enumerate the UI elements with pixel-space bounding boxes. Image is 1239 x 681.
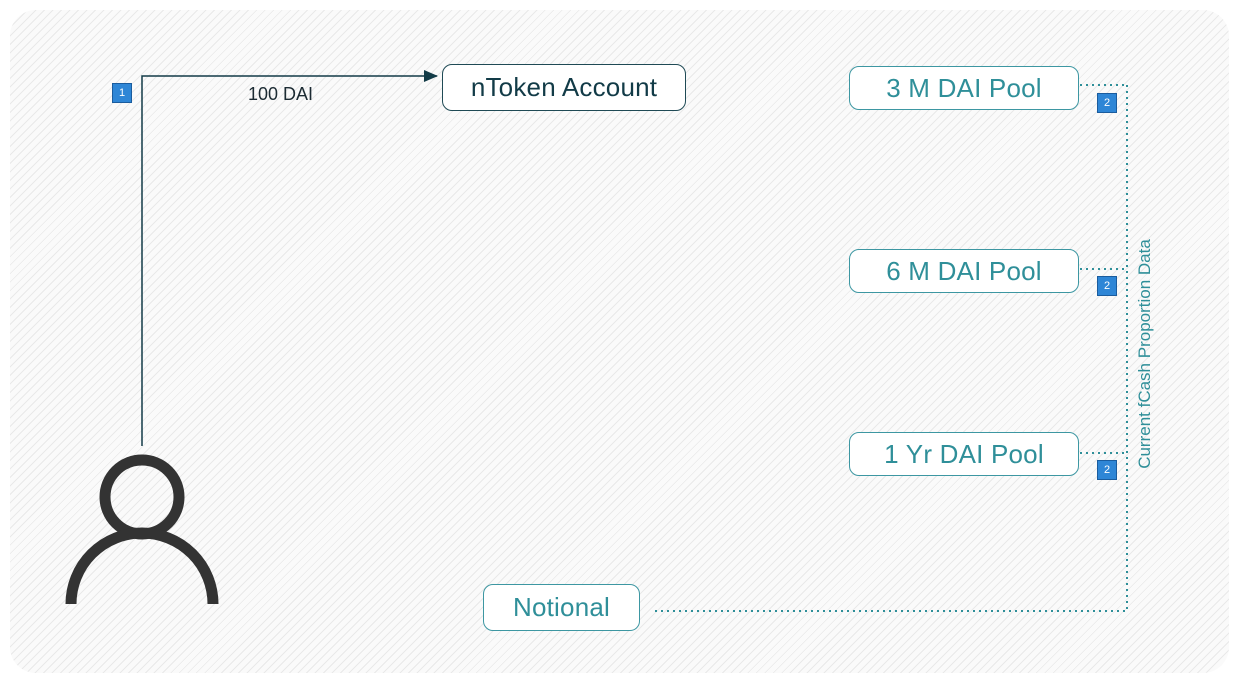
notional-link [651,85,1128,612]
ntoken-account-node[interactable]: nToken Account [442,64,686,111]
pool-6m-node[interactable]: 6 M DAI Pool [849,249,1079,293]
fcash-data-links [651,84,1128,612]
step-badge-2-1y: 2 [1097,460,1117,480]
ntoken-account-label: nToken Account [470,72,658,102]
step-badge-2-6m: 2 [1097,276,1117,296]
step-badge-2-6m-label: 2 [1103,280,1111,292]
fcash-proportion-label: Current fCash Proportion Data [1135,239,1154,469]
step-badge-2-3m-label: 2 [1103,97,1111,109]
pool-1y-label: 1 Yr DAI Pool [884,438,1044,469]
canvas-background [10,10,1229,673]
deposit-arrow [141,70,438,446]
user-icon [65,454,219,605]
notional-node[interactable]: Notional [483,584,640,631]
pool-3m-label: 3 M DAI Pool [886,72,1042,103]
notional-label: Notional [513,592,610,622]
deposit-amount-label: 100 DAI [248,84,314,104]
pool-3m-node[interactable]: 3 M DAI Pool [849,66,1079,110]
step-badge-1-label: 1 [118,87,126,99]
pool-1y-node[interactable]: 1 Yr DAI Pool [849,432,1079,476]
step-badge-2-1y-label: 2 [1103,464,1111,476]
step-badge-1: 1 [112,83,132,103]
step-badge-2-3m: 2 [1097,93,1117,113]
pool-6m-label: 6 M DAI Pool [886,255,1042,286]
